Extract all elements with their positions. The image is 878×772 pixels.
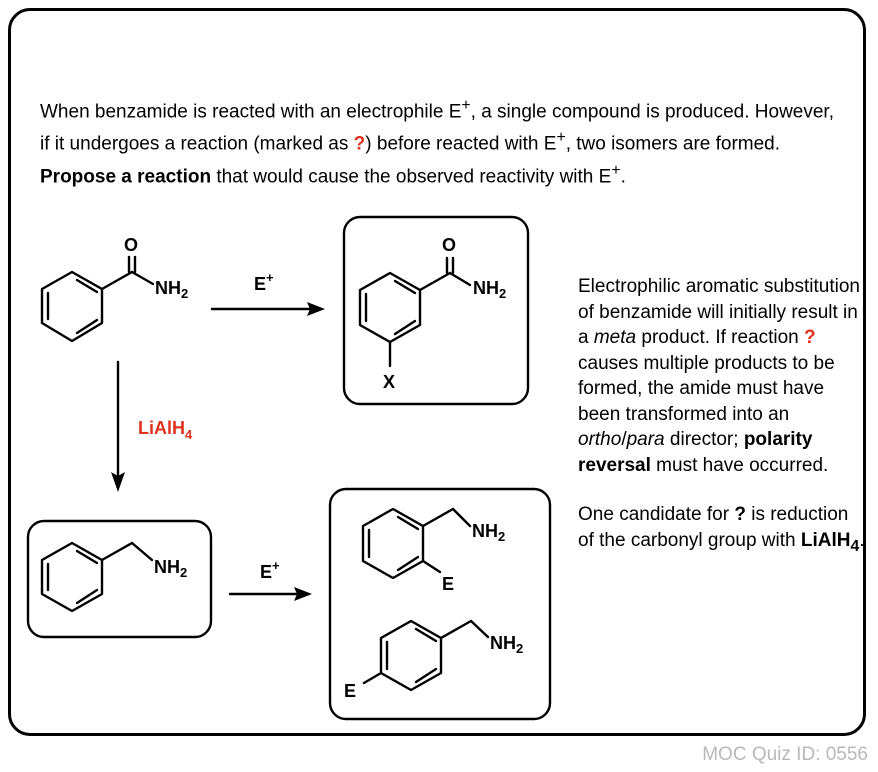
reagent-lialh4: LiAlH4 <box>138 418 193 442</box>
reagent-e-bottom: E+ <box>260 558 280 582</box>
meta-product-box <box>342 215 530 406</box>
reagent-e-top: E+ <box>254 270 274 294</box>
para-nh2-label: NH2 <box>490 633 523 656</box>
benzamide-structure <box>40 255 155 343</box>
para-product-structure <box>362 619 490 692</box>
ortho-nh2-label: NH2 <box>472 521 505 544</box>
question-frame <box>8 8 866 736</box>
benzylamine-box <box>26 519 213 639</box>
meta-nh2-label: NH2 <box>473 278 506 301</box>
explanation-text: Electrophilic aromatic substitution of b… <box>578 274 868 559</box>
ortho-e-label: E <box>442 574 454 594</box>
explanation-paragraph-2: One candidate for ? is reduction of the … <box>578 504 865 555</box>
para-e-label: E <box>344 681 356 701</box>
benzamide-oxygen-label: O <box>124 235 138 255</box>
question-text: When benzamide is reacted with an electr… <box>40 97 834 187</box>
benzamide-nh2-label: NH2 <box>155 278 188 301</box>
question-mark: ? <box>353 133 366 155</box>
quiz-id-footer: MOC Quiz ID: 0556 <box>702 744 868 765</box>
benzylamine-nh2-label: NH2 <box>154 557 187 580</box>
ortho-product-structure <box>361 507 472 580</box>
propose-reaction-bold: Propose a reaction <box>40 165 212 187</box>
benzylamine-structure <box>40 541 154 613</box>
explanation-paragraph-1: Electrophilic aromatic substitution of b… <box>578 276 860 476</box>
ortho-para-products-box <box>328 487 552 721</box>
meta-x-label: X <box>383 372 395 392</box>
meta-product-structure <box>358 256 472 368</box>
meta-oxygen-label: O <box>442 235 456 255</box>
